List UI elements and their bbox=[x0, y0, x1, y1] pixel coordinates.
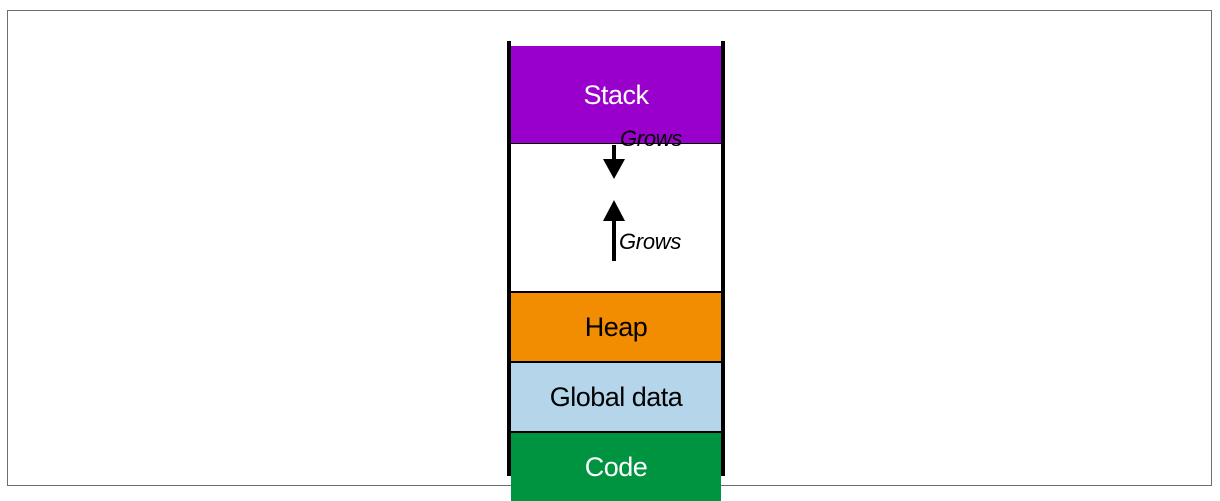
growth-arrows bbox=[603, 145, 625, 261]
code-segment: Code bbox=[511, 433, 721, 501]
heap-grows-label: Grows bbox=[619, 229, 682, 254]
global-data-divider bbox=[511, 361, 721, 364]
stack-grows-label: Grows bbox=[620, 126, 683, 151]
code-label: Code bbox=[584, 451, 648, 482]
heap-label: Heap bbox=[584, 311, 648, 342]
heap-divider bbox=[511, 291, 721, 294]
heap-segment: Heap bbox=[511, 293, 721, 361]
code-divider bbox=[511, 431, 721, 434]
stack-growth-arrow bbox=[603, 145, 625, 179]
heap-growth-arrow bbox=[603, 200, 625, 261]
diagram-frame: Stack Heap Global data Code bbox=[7, 10, 1212, 501]
global-data-segment: Global data bbox=[511, 363, 721, 431]
stack-label: Stack bbox=[583, 79, 649, 110]
left-rail bbox=[507, 41, 511, 476]
memory-layout-column: Stack Heap Global data Code bbox=[507, 41, 725, 501]
stack-segment: Stack bbox=[511, 46, 721, 144]
global-data-label: Global data bbox=[549, 381, 683, 412]
right-rail bbox=[721, 41, 725, 476]
